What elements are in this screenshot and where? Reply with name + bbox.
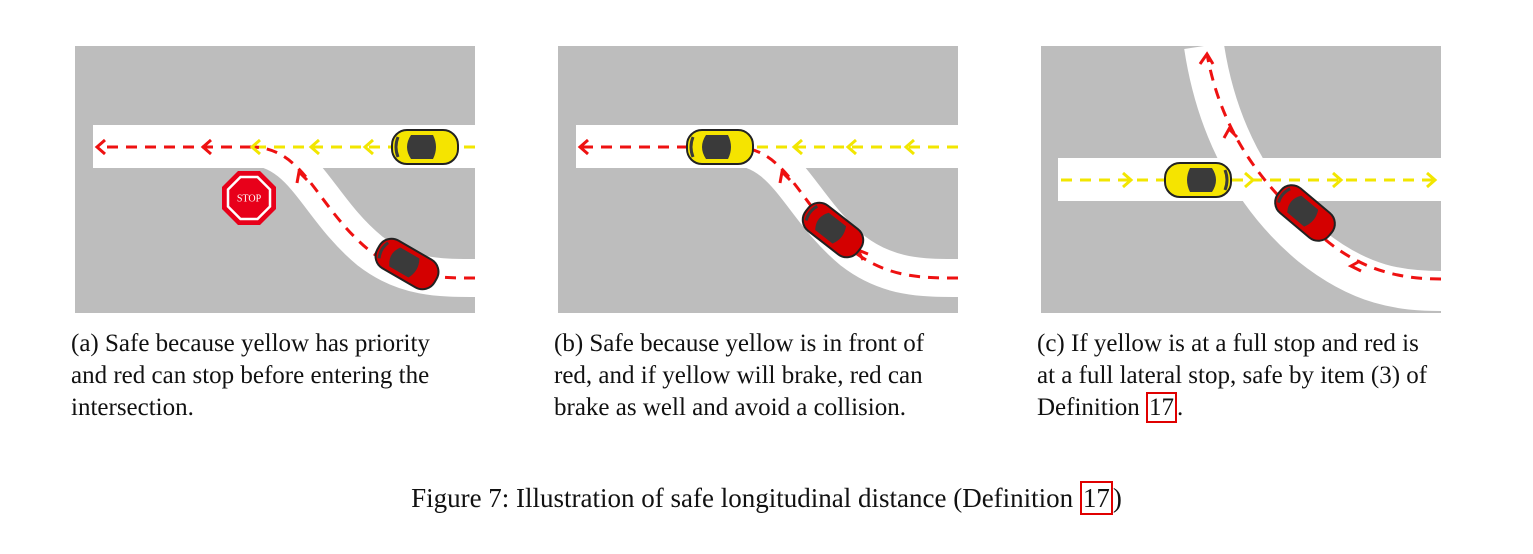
arrow-icon: [295, 168, 309, 184]
arrow-icon: [1198, 51, 1215, 65]
horizontal-road: [1058, 158, 1441, 201]
caption-c-text: (c) If yellow is at a full stop and red …: [1037, 330, 1428, 421]
arrow-icon: [791, 138, 803, 156]
arrow-icon: [1244, 171, 1256, 189]
caption-c: (c) If yellow is at a full stop and red …: [1037, 328, 1437, 424]
red-car-icon: [1274, 184, 1336, 242]
figure-caption-suffix: ): [1112, 483, 1122, 513]
yellow-car-icon: [686, 129, 754, 165]
red-car-icon: [374, 237, 440, 291]
caption-b: (b) Safe because yellow is in front of r…: [554, 328, 954, 424]
arrow-icon: [1426, 171, 1438, 189]
red-curved-path: [250, 145, 475, 280]
arrow-icon: [200, 138, 212, 156]
arrow-icon: [1122, 171, 1134, 189]
panel-c-illustration: [1041, 46, 1441, 313]
definition-ref-link[interactable]: 17: [1079, 481, 1113, 515]
arrow-icon: [1347, 259, 1362, 273]
panel-a-illustration: STOP: [75, 46, 475, 313]
stop-sign-icon: STOP: [222, 171, 276, 225]
arrow-icon: [845, 138, 857, 156]
arrow-icon: [1222, 126, 1239, 139]
arrow-icon: [903, 138, 915, 156]
figure-caption: Figure 7: Illustration of safe longitudi…: [0, 481, 1533, 515]
arrow-icon: [1332, 171, 1344, 189]
caption-b-text: (b) Safe because yellow is in front of r…: [554, 330, 925, 421]
caption-c-suffix: .: [1177, 394, 1184, 421]
arrow-icon: [362, 138, 374, 156]
arrow-icon: [94, 138, 106, 156]
arrow-icon: [778, 168, 792, 184]
yellow-car-icon: [391, 129, 459, 165]
caption-a-text: (a) Safe because yellow has priority and…: [71, 330, 430, 421]
arrow-icon: [249, 138, 261, 156]
stop-sign-label: STOP: [237, 194, 262, 205]
arrow-icon: [308, 138, 320, 156]
arrow-icon: [577, 138, 589, 156]
panel-b-illustration: [558, 46, 958, 313]
red-car-icon: [801, 201, 865, 259]
yellow-car-icon: [1164, 162, 1232, 198]
definition-ref-link[interactable]: 17: [1146, 392, 1178, 423]
curved-road: [1184, 46, 1441, 311]
figure-caption-text: Figure 7: Illustration of safe longitudi…: [411, 483, 1080, 513]
caption-a: (a) Safe because yellow has priority and…: [71, 328, 471, 424]
